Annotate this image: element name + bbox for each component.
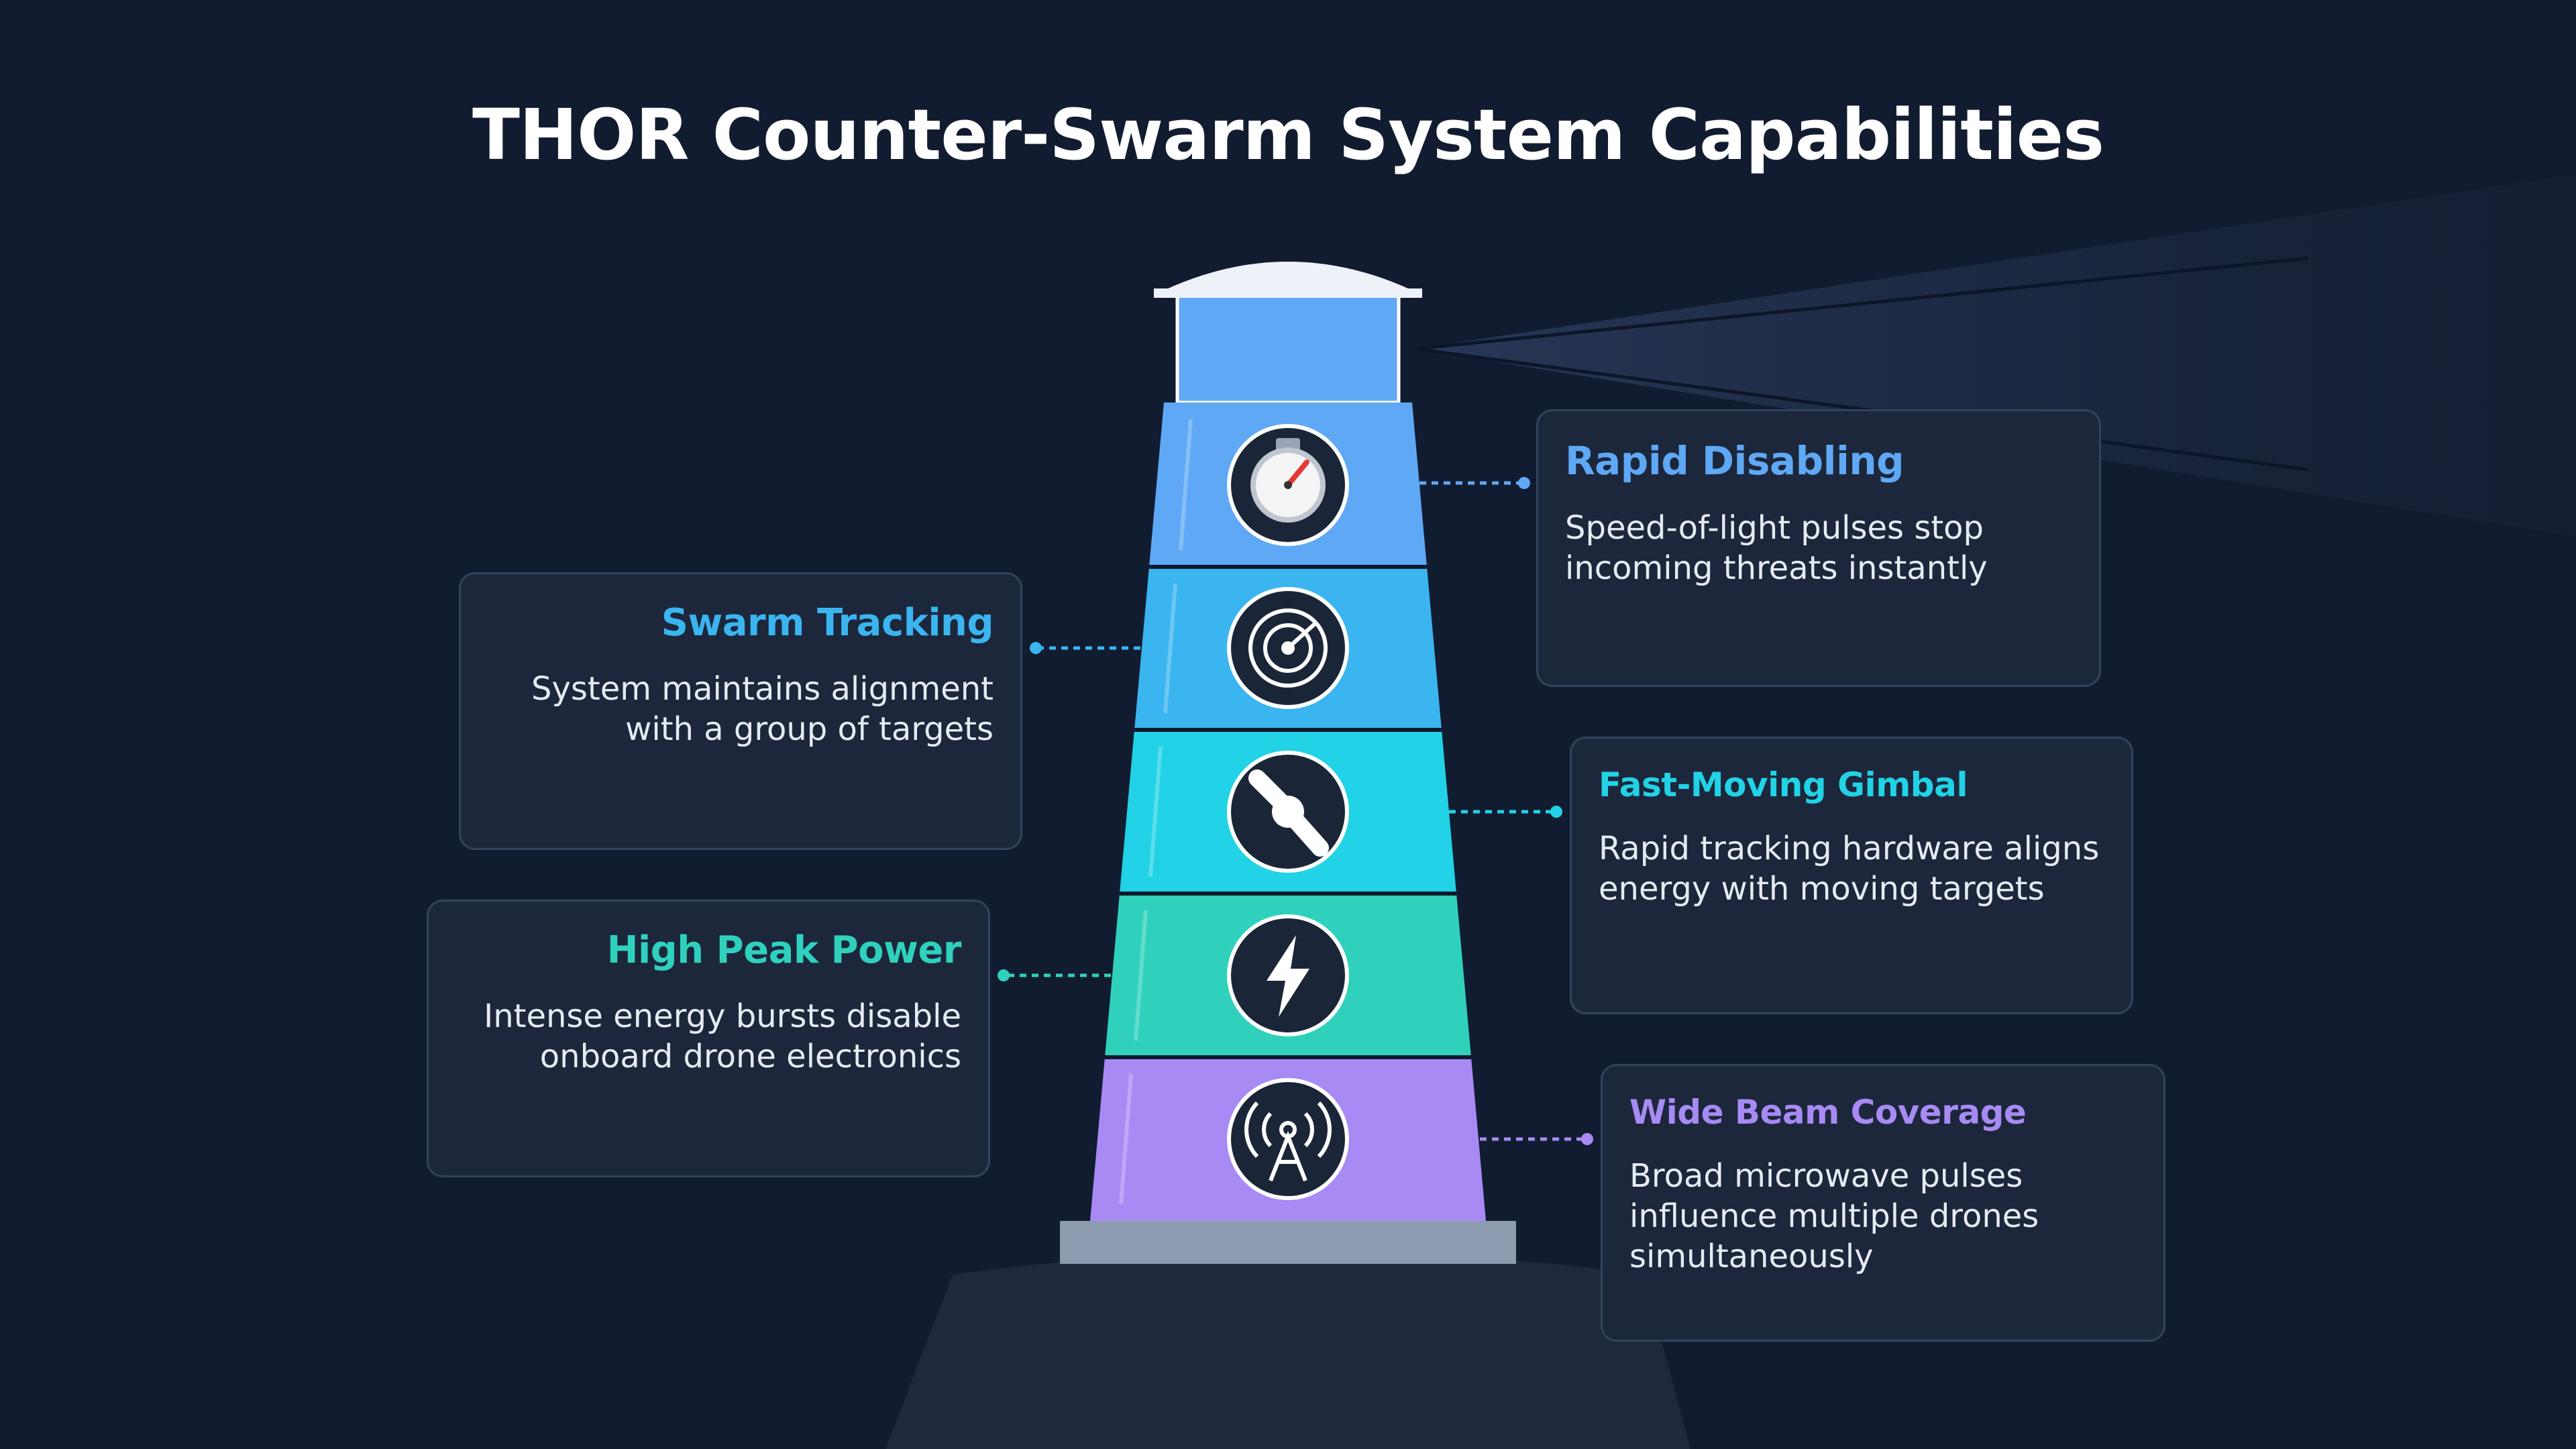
light-beam [1415, 174, 2576, 537]
lamp-room [1175, 286, 1401, 405]
card-swarm-tracking: Swarm Tracking System maintains alignmen… [459, 572, 1022, 850]
lightning-icon [1227, 914, 1349, 1036]
connector-high-peak-power [998, 969, 1111, 981]
joint-icon [1227, 751, 1349, 873]
card-title: Rapid Disabling [1565, 438, 1904, 484]
stopwatch-icon [1227, 424, 1349, 546]
cap-rim [1154, 288, 1422, 298]
card-title: Wide Beam Coverage [1629, 1093, 2027, 1132]
lighthouse-cap [1154, 262, 1422, 295]
page-title: THOR Counter-Swarm System Capabilities [472, 94, 2104, 176]
card-description: Speed-of-light pulses stop incoming thre… [1565, 509, 1988, 587]
card-wide-beam-coverage: Wide Beam Coverage Broad microwave pulse… [1601, 1064, 2165, 1342]
card-title: Fast-Moving Gimbal [1599, 765, 1968, 804]
card-description: Rapid tracking hardware aligns energy wi… [1599, 830, 2100, 908]
tower-highlights [1119, 419, 1193, 1205]
card-fast-moving-gimbal: Fast-Moving Gimbal Rapid tracking hardwa… [1570, 737, 2133, 1014]
card-high-peak-power: High Peak Power Intense energy bursts di… [427, 900, 990, 1177]
connector-fast-moving-gimbal [1449, 806, 1562, 818]
card-title: Swarm Tracking [661, 601, 994, 645]
beam-ray [1415, 256, 2308, 351]
lighthouse-base [1060, 1221, 1516, 1264]
ground-mound [885, 1251, 1690, 1449]
card-description: System maintains alignment with a group … [531, 670, 994, 748]
card-rapid-disabling: Rapid Disabling Speed-of-light pulses st… [1536, 409, 2101, 687]
tower-dividers [1105, 565, 1471, 1059]
card-description: Intense energy bursts disable onboard dr… [484, 998, 961, 1075]
card-title: High Peak Power [606, 928, 962, 972]
radar-icon [1227, 587, 1349, 709]
connector-wide-beam-coverage [1480, 1133, 1593, 1145]
connector-rapid-disabling [1419, 477, 1530, 489]
antenna-icon [1227, 1078, 1349, 1200]
connector-swarm-tracking [1030, 642, 1140, 654]
card-description: Broad microwave pulses influence multipl… [1629, 1157, 2039, 1275]
